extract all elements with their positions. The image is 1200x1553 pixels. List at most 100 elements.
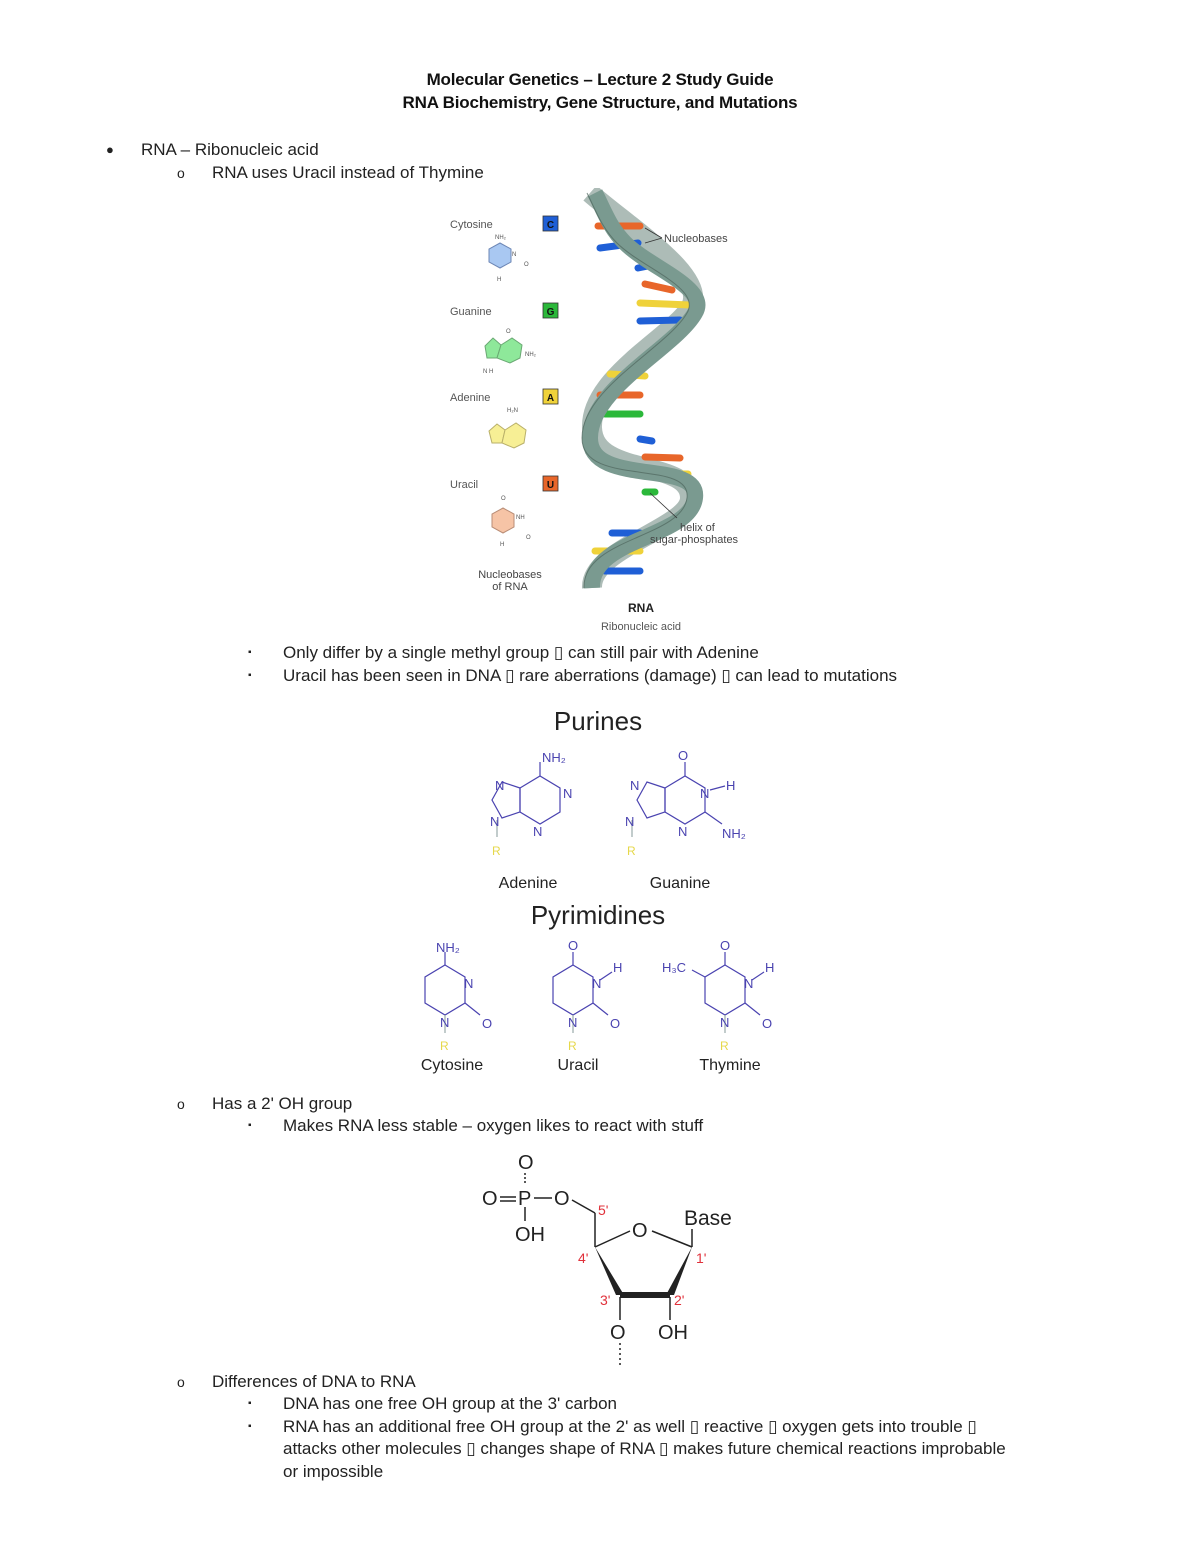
- cytosine-letter: C: [547, 220, 554, 231]
- svg-text:NH: NH: [516, 515, 525, 521]
- svg-text:N: N: [592, 976, 601, 991]
- svg-text:H: H: [765, 960, 774, 975]
- outline-rna-heading: RNA – Ribonucleic acid: [141, 140, 319, 159]
- ribose-bold-bond: [620, 1292, 670, 1298]
- svg-text:H₂N: H₂N: [507, 408, 518, 414]
- svg-text:N: N: [440, 1015, 449, 1030]
- label-cytosine: Cytosine: [450, 219, 493, 231]
- svg-text:P: P: [518, 1188, 531, 1210]
- svg-text:O: O: [610, 1016, 620, 1031]
- svg-text:NH₂: NH₂: [525, 352, 537, 358]
- label-pyrimidine-thymine: Thymine: [699, 1057, 760, 1074]
- svg-text:O: O: [678, 748, 688, 763]
- svg-text:H: H: [726, 778, 735, 793]
- svg-text:O: O: [482, 1016, 492, 1031]
- bullet-circle: o: [177, 165, 185, 181]
- svg-text:2': 2': [674, 1292, 684, 1308]
- adenine-letter: A: [547, 393, 554, 404]
- svg-text:R: R: [627, 844, 636, 858]
- svg-text:O: O: [482, 1188, 498, 1210]
- svg-text:O: O: [506, 329, 511, 335]
- legend-caption-1: Nucleobases: [478, 569, 542, 581]
- bullet-square: ▪: [248, 670, 252, 681]
- svg-text:O: O: [632, 1220, 648, 1242]
- outline-2oh-group: Has a 2' OH group: [212, 1094, 353, 1113]
- label-sugar-phosphates: sugar-phosphates: [650, 534, 739, 546]
- pyrimidines-title: Pyrimidines: [531, 900, 665, 930]
- svg-text:O: O: [526, 535, 531, 541]
- svg-text:NH₂: NH₂: [495, 235, 507, 241]
- svg-text:R: R: [568, 1039, 577, 1053]
- svg-text:O: O: [501, 496, 506, 502]
- svg-text:N: N: [533, 824, 542, 839]
- label-guanine: Guanine: [450, 306, 492, 318]
- svg-text:N: N: [678, 824, 687, 839]
- thymine-structure-icon: [691, 952, 765, 1033]
- rna-nucleobases-figure: Cytosine C NH₂ N H O Guanine G O NH₂ N H…: [440, 185, 780, 636]
- svg-text:O: O: [568, 938, 578, 953]
- legend-caption-2: of RNA: [492, 581, 528, 593]
- svg-text:O: O: [720, 938, 730, 953]
- outline-differences: Differences of DNA to RNA: [212, 1372, 416, 1391]
- caption-rna: RNA: [628, 601, 654, 615]
- outline-rna-oh-line2: attacks other molecules ▯ changes shape …: [283, 1439, 1006, 1458]
- label-uracil: Uracil: [450, 479, 478, 491]
- svg-text:O: O: [610, 1322, 626, 1344]
- svg-text:N: N: [568, 1015, 577, 1030]
- svg-text:1': 1': [696, 1250, 706, 1266]
- label-helix: helix of: [680, 522, 716, 534]
- bullet-disc: ●: [106, 142, 114, 157]
- svg-text:R: R: [492, 844, 501, 858]
- svg-text:N: N: [630, 778, 639, 793]
- caption-ribonucleic-acid: Ribonucleic acid: [601, 621, 681, 633]
- svg-text:OH: OH: [515, 1224, 545, 1246]
- outline-uracil-instead: RNA uses Uracil instead of Thymine: [212, 163, 484, 182]
- label-adenine: Adenine: [450, 392, 490, 404]
- label-nucleobases: Nucleobases: [664, 233, 728, 245]
- purines-title: Purines: [554, 706, 642, 736]
- svg-text:N: N: [744, 976, 753, 991]
- svg-text:3': 3': [600, 1292, 610, 1308]
- uracil-letter: U: [547, 480, 554, 491]
- outline-less-stable: Makes RNA less stable – oxygen likes to …: [283, 1116, 704, 1135]
- outline-rna-oh-line1: RNA has an additional free OH group at t…: [283, 1417, 977, 1436]
- svg-text:N: N: [490, 814, 499, 829]
- outline-uracil-in-dna: Uracil has been seen in DNA ▯ rare aberr…: [283, 666, 898, 685]
- svg-text:R: R: [440, 1039, 449, 1053]
- svg-text:NH₂: NH₂: [436, 940, 460, 955]
- svg-text:N: N: [563, 786, 572, 801]
- bullet-square: ▪: [248, 647, 252, 658]
- label-pyrimidine-cytosine: Cytosine: [421, 1057, 483, 1074]
- svg-text:N: N: [464, 976, 473, 991]
- outline-dna-oh: DNA has one free OH group at the 3' carb…: [283, 1394, 617, 1413]
- adenine-structure-icon: [491, 762, 561, 837]
- bullet-square: ▪: [248, 1398, 252, 1409]
- svg-text:OH: OH: [658, 1322, 688, 1344]
- svg-text:H₃C: H₃C: [662, 960, 686, 975]
- svg-text:O: O: [518, 1152, 534, 1174]
- svg-text:NH₂: NH₂: [722, 826, 746, 841]
- base-label: Base: [684, 1207, 732, 1230]
- svg-text:O: O: [762, 1016, 772, 1031]
- svg-text:N: N: [720, 1015, 729, 1030]
- svg-text:N: N: [495, 778, 504, 793]
- svg-text:O: O: [524, 262, 529, 268]
- svg-text:O: O: [554, 1188, 570, 1210]
- ribose-structure-figure: O O P O OH O O OH Base 5': [470, 1145, 750, 1375]
- bullet-circle: o: [177, 1374, 185, 1390]
- label-purine-guanine: Guanine: [650, 875, 711, 892]
- svg-text:H: H: [500, 542, 504, 548]
- adenine-swatch: [542, 388, 559, 405]
- outline-rna-oh-line3: or impossible: [283, 1462, 384, 1481]
- bullet-circle: o: [177, 1096, 185, 1112]
- document-subtitle: RNA Biochemistry, Gene Structure, and Mu…: [402, 93, 798, 112]
- svg-text:N H: N H: [483, 369, 493, 375]
- svg-text:5': 5': [598, 1202, 608, 1218]
- cytosine-swatch: [542, 215, 559, 232]
- document-title: Molecular Genetics – Lecture 2 Study Gui…: [426, 70, 774, 89]
- bullet-square: ▪: [248, 1120, 252, 1131]
- svg-text:NH₂: NH₂: [542, 750, 566, 765]
- svg-text:R: R: [720, 1039, 729, 1053]
- bullet-square: ▪: [248, 1421, 252, 1432]
